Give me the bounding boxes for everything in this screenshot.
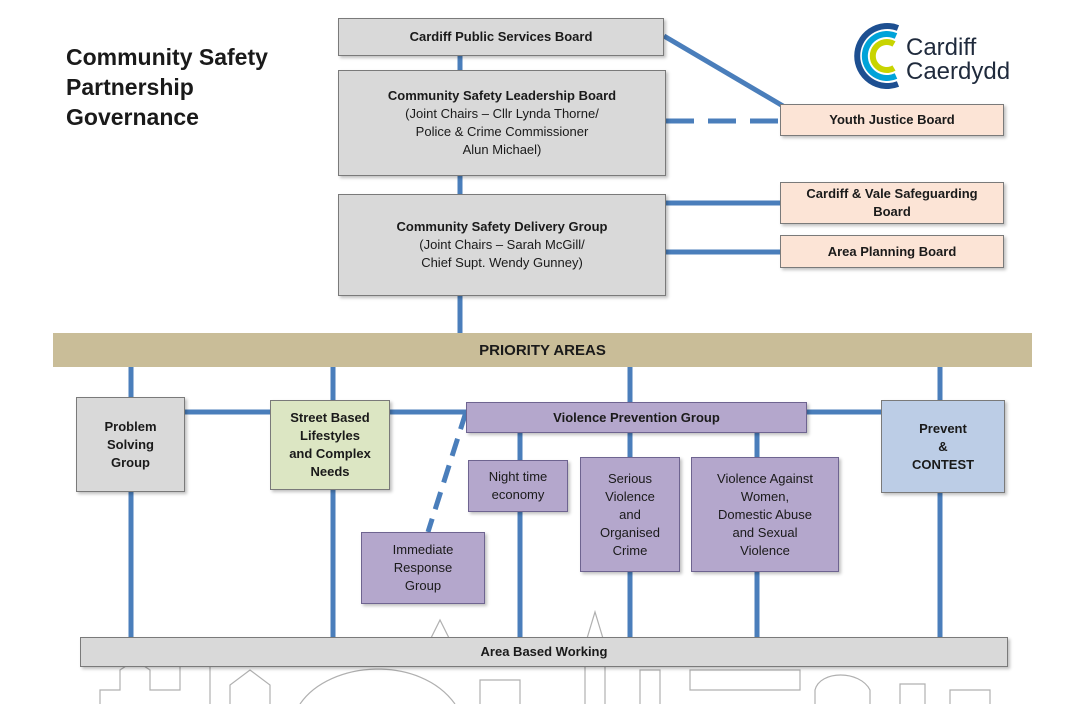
serious-violence-label: and [619,506,641,522]
serious-violence-group: Serious Violence and Organised Crime [580,457,680,572]
area-planning-board-label: Area Planning Board [827,243,957,259]
page-title-line: Partnership [66,74,194,100]
street-based-label: Lifestyles [300,428,360,443]
problem-solving-group: Problem Solving Group [76,397,185,492]
street-based-lifestyles-group: Street Based Lifestyles and Complex Need… [270,400,390,490]
logo-text: Cardiff Caerdydd [906,36,1010,84]
leadership-board: Community Safety Leadership Board (Joint… [338,70,666,176]
serious-violence-label: Crime [612,542,648,558]
delivery-group: Community Safety Delivery Group (Joint C… [338,194,666,296]
area-based-working-bar: Area Based Working [80,637,1008,667]
vawdasv-group: Violence Against Women, Domestic Abuse a… [691,457,839,572]
public-services-board: Cardiff Public Services Board [338,18,664,56]
priority-areas-band: PRIORITY AREAS [53,333,1032,367]
serious-violence-label: Organised [600,524,660,540]
safeguarding-board-label: Board [873,204,911,219]
violence-prevention-label: Violence Prevention Group [553,409,720,425]
immediate-response-group: Immediate Response Group [361,532,485,604]
street-based-label: and Complex [289,446,371,461]
street-based-label: Street Based [290,410,370,425]
prevent-contest-label: Prevent [919,420,967,436]
cardiff-logo: Cardiff Caerdydd [846,16,1046,96]
night-time-label: Night time [488,469,548,484]
leadership-board-detail: Alun Michael) [462,142,542,157]
problem-solving-label: Group [111,454,150,470]
serious-violence-label: Serious [607,470,653,486]
problem-solving-label: Solving [107,436,154,452]
immediate-response-label: Immediate [392,542,454,557]
connector-violence-to-immediate-response [425,411,469,533]
page-title-line: Governance [66,104,199,130]
prevent-contest-label: & [938,438,948,454]
page-title-line: Community Safety [66,44,268,70]
delivery-group-label: Community Safety Delivery Group [396,219,608,234]
vawdasv-label: and Sexual [732,524,798,540]
immediate-response-label: Group [404,578,442,593]
prevent-contest-group: Prevent & CONTEST [881,400,1005,493]
vawdasv-label: Violence [740,542,790,558]
connector-public-to-youth-justice [662,33,785,109]
youth-justice-board-label: Youth Justice Board [829,112,955,127]
area-based-working-label: Area Based Working [480,644,608,659]
public-services-board-label: Cardiff Public Services Board [409,29,593,44]
logo-rings-icon [854,23,900,89]
leadership-board-detail: (Joint Chairs – Cllr Lynda Thorne/ [405,106,599,121]
night-time-label: economy [491,487,545,502]
safeguarding-board-label: Cardiff & Vale Safeguarding [806,186,978,201]
vawdasv-label: Domestic Abuse [718,506,812,522]
prevent-contest-label: CONTEST [911,456,975,472]
area-planning-board: Area Planning Board [780,235,1004,268]
youth-justice-board: Youth Justice Board [780,104,1004,136]
leadership-board-label: Community Safety Leadership Board [387,88,617,103]
serious-violence-label: Violence [605,488,655,504]
leadership-board-detail: Police & Crime Commissioner [415,124,589,139]
night-time-economy-group: Night time economy [468,460,568,512]
immediate-response-label: Response [393,560,453,575]
vawdasv-label: Women, [740,488,790,504]
problem-solving-label: Problem [104,418,157,434]
safeguarding-board: Cardiff & Vale Safeguarding Board [780,182,1004,224]
page-title: Community Safety Partnership Governance [66,42,268,132]
logo-text-line: Cardiff [906,34,977,61]
vawdasv-label: Violence Against [717,470,813,486]
logo-text-line: Caerdydd [906,58,1011,85]
delivery-group-detail: (Joint Chairs – Sarah McGill/ [419,237,585,252]
priority-areas-label: PRIORITY AREAS [479,341,606,359]
street-based-label: Needs [310,464,350,479]
delivery-group-detail: Chief Supt. Wendy Gunney) [421,255,583,270]
violence-prevention-group: Violence Prevention Group [466,402,807,433]
